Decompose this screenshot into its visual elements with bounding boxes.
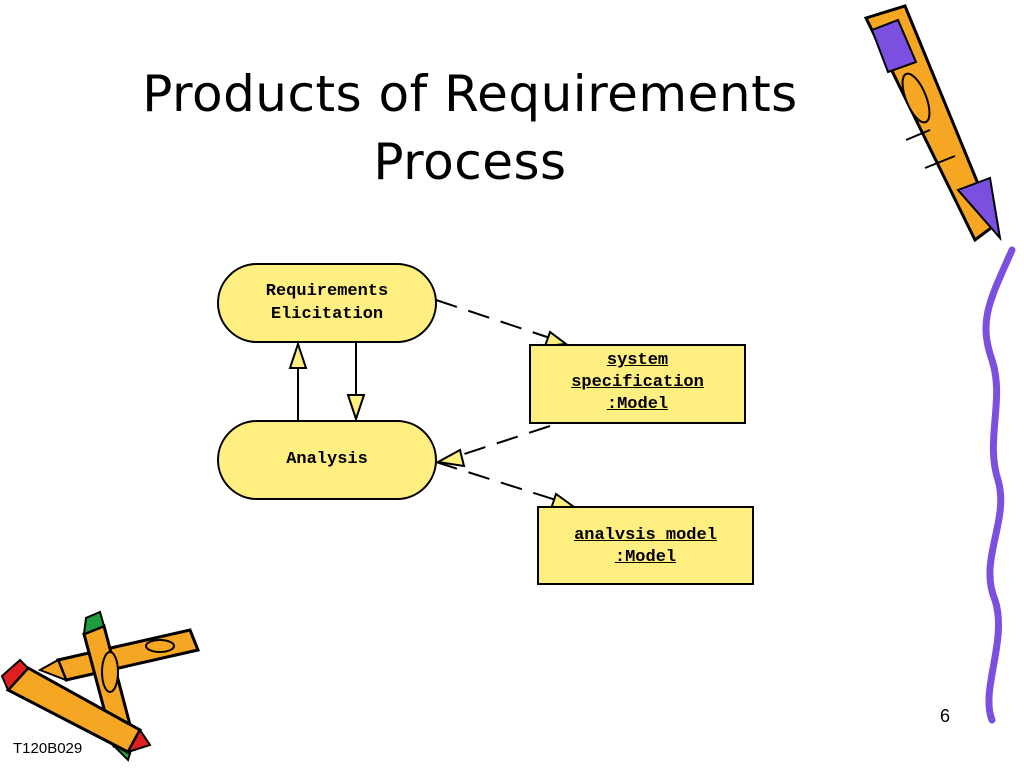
- analysis-label: Analysis: [218, 448, 436, 471]
- title-line-1: Products of Requirements: [142, 65, 798, 123]
- system-specification-line-1: system: [606, 351, 669, 370]
- course-code: T120B029: [13, 740, 83, 757]
- system-specification-label: system specification :Model: [530, 350, 745, 416]
- analysis-model-label: analvsis model :Model: [538, 525, 753, 569]
- dashed-arrow-analysis-to-model: [435, 461, 577, 511]
- analysis-line-1: Analysis: [286, 450, 368, 469]
- arrow-elicitation-to-analysis: [346, 342, 366, 423]
- pencils-clipart-icon: [0, 610, 201, 762]
- decorative-squiggle-line: [982, 246, 1016, 724]
- requirements-elicitation-line-2: Elicitation: [270, 305, 384, 324]
- slide-title: Products of Requirements Process: [100, 60, 840, 196]
- requirements-elicitation-node: [217, 263, 437, 343]
- pencil-icon: [863, 4, 1002, 243]
- system-specification-line-2: specification: [571, 373, 704, 392]
- analysis-model-box: [537, 506, 754, 585]
- arrow-analysis-to-elicitation: [288, 340, 308, 421]
- slide-number: 6: [940, 706, 951, 726]
- analysis-node: [217, 420, 437, 500]
- dashed-arrow-spec-to-analysis: [434, 425, 551, 468]
- requirements-elicitation-label: Requirements Elicitation: [218, 280, 436, 326]
- dashed-arrow-elicitation-to-spec: [435, 299, 569, 348]
- analysis-model-line-2: :Model: [614, 548, 677, 567]
- requirements-elicitation-line-1: Requirements: [265, 282, 389, 301]
- system-specification-line-3: :Model: [606, 395, 669, 414]
- analysis-model-line-1: analvsis model: [574, 526, 717, 545]
- title-line-2: Process: [373, 133, 567, 191]
- system-specification-box: [529, 344, 746, 424]
